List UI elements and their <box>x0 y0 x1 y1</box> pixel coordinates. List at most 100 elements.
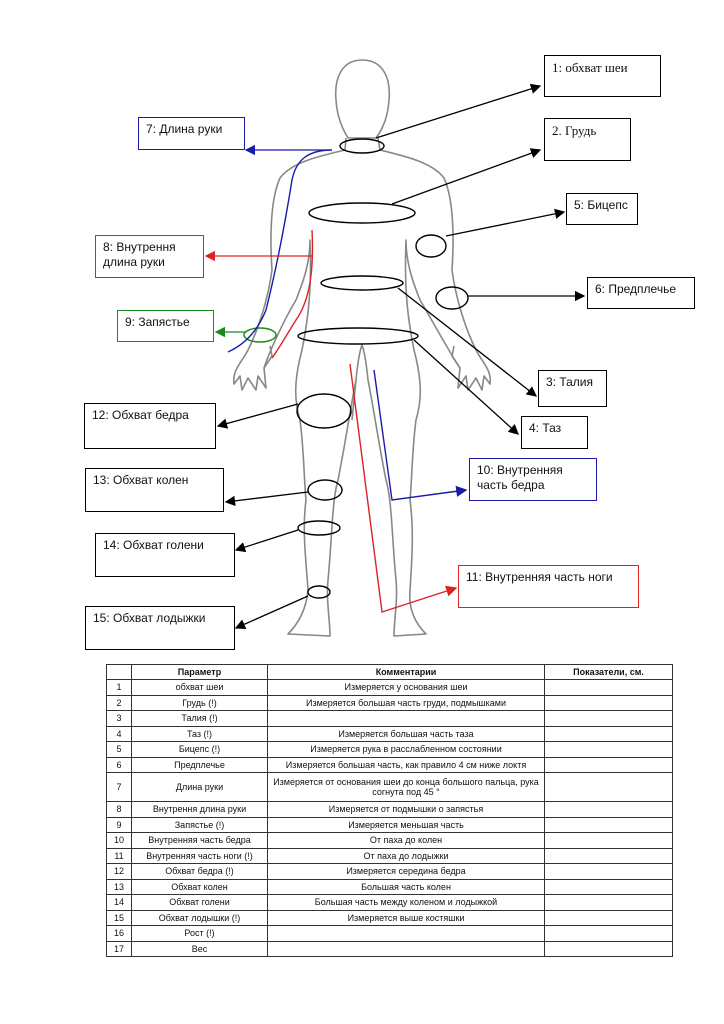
biceps-ring <box>415 234 447 258</box>
row-comment <box>267 710 545 727</box>
wrist-ring <box>243 327 277 343</box>
row-value[interactable] <box>544 741 673 758</box>
measurement-rings <box>296 138 469 599</box>
row-parameter: Обхват бедра (!) <box>131 863 268 880</box>
row-parameter: Вес <box>131 940 268 957</box>
row-parameter: Запястье (!) <box>131 816 268 833</box>
row-comment: От паха до лодыжки <box>267 847 545 864</box>
row-value[interactable] <box>544 710 673 727</box>
inner-thigh-line <box>373 369 468 501</box>
label-inner-arm: 8: Внутрення длина руки <box>95 235 204 278</box>
row-number: 12 <box>106 863 132 880</box>
row-value[interactable] <box>544 694 673 711</box>
row-parameter: Таз (!) <box>131 725 268 742</box>
row-comment: Измеряется меньшая часть <box>267 816 545 833</box>
header-parameter: Параметр <box>131 664 268 680</box>
row-parameter: Талия (!) <box>131 710 268 727</box>
row-value[interactable] <box>544 847 673 864</box>
row-number: 13 <box>106 878 132 895</box>
label-calf: 14: Обхват голени <box>95 533 235 577</box>
row-parameter: Рост (!) <box>131 925 268 942</box>
row-value[interactable] <box>544 878 673 895</box>
row-value[interactable] <box>544 832 673 849</box>
row-value[interactable] <box>544 772 673 802</box>
row-parameter: Обхват колен <box>131 878 268 895</box>
row-comment: Большая часть колен <box>267 878 545 895</box>
knee-ring <box>307 479 343 501</box>
body-outline <box>232 59 492 637</box>
label-forearm: 6: Предплечье <box>587 277 695 309</box>
pelvis-ring <box>297 327 419 345</box>
row-comment: Измеряется у основания шеи <box>267 679 545 696</box>
row-parameter: Грудь (!) <box>131 694 268 711</box>
row-value[interactable] <box>544 725 673 742</box>
row-parameter: Обхват лодышки (!) <box>131 909 268 926</box>
row-number: 11 <box>106 847 132 864</box>
label-arm-length: 7: Длина руки <box>138 117 245 150</box>
calf-ring <box>297 520 341 536</box>
body-figure <box>204 59 586 637</box>
row-parameter: Обхват голени <box>131 894 268 911</box>
row-number: 6 <box>106 756 132 773</box>
pointer-arrows <box>216 83 586 630</box>
row-comment: Измеряется большая часть таза <box>267 725 545 742</box>
label-inner-thigh: 10: Внутренняя часть бедра <box>469 458 597 501</box>
forearm-ring <box>435 286 469 310</box>
row-value[interactable] <box>544 801 673 818</box>
row-number: 10 <box>106 832 132 849</box>
row-parameter: Внутренняя часть ноги (!) <box>131 847 268 864</box>
row-number: 1 <box>106 679 132 696</box>
header-values: Показатели, см. <box>544 664 673 680</box>
row-value[interactable] <box>544 863 673 880</box>
label-pelvis: 4: Таз <box>521 416 588 449</box>
row-number: 17 <box>106 940 132 957</box>
inner-leg-line <box>349 363 458 613</box>
ankle-ring <box>307 585 331 599</box>
row-number: 15 <box>106 909 132 926</box>
row-value[interactable] <box>544 909 673 926</box>
row-number: 7 <box>106 772 132 802</box>
row-comment <box>267 925 545 942</box>
row-parameter: Предплечье <box>131 756 268 773</box>
label-neck: 1: обхват шеи <box>544 55 661 97</box>
label-hip: 12: Обхват бедра <box>84 403 216 449</box>
row-parameter: Бицепс (!) <box>131 741 268 758</box>
label-waist: 3: Талия <box>538 370 607 407</box>
label-wrist: 9: Запястье <box>117 310 214 342</box>
inner-arm-line <box>271 229 314 359</box>
row-value[interactable] <box>544 940 673 957</box>
row-number: 5 <box>106 741 132 758</box>
row-value[interactable] <box>544 679 673 696</box>
label-ankle: 15: Обхват лодыжки <box>85 606 235 650</box>
row-number: 2 <box>106 694 132 711</box>
waist-ring <box>320 275 404 291</box>
header-comments: Комментарии <box>267 664 545 680</box>
row-parameter: Внутрення длина руки <box>131 801 268 818</box>
arm-length-line <box>227 149 333 353</box>
row-value[interactable] <box>544 894 673 911</box>
row-number: 14 <box>106 894 132 911</box>
row-comment: От паха до колен <box>267 832 545 849</box>
label-knee: 13: Обхват колен <box>85 468 224 512</box>
table-header-row: Параметр Комментарии Показатели, см. <box>106 664 673 680</box>
row-value[interactable] <box>544 816 673 833</box>
label-inner-leg: 11: Внутренняя часть ноги <box>458 565 639 608</box>
row-number: 9 <box>106 816 132 833</box>
row-value[interactable] <box>544 925 673 942</box>
label-biceps: 5: Бицепс <box>566 193 638 225</box>
header-number <box>106 664 132 680</box>
label-chest: 2. Грудь <box>544 118 631 161</box>
row-value[interactable] <box>544 756 673 773</box>
